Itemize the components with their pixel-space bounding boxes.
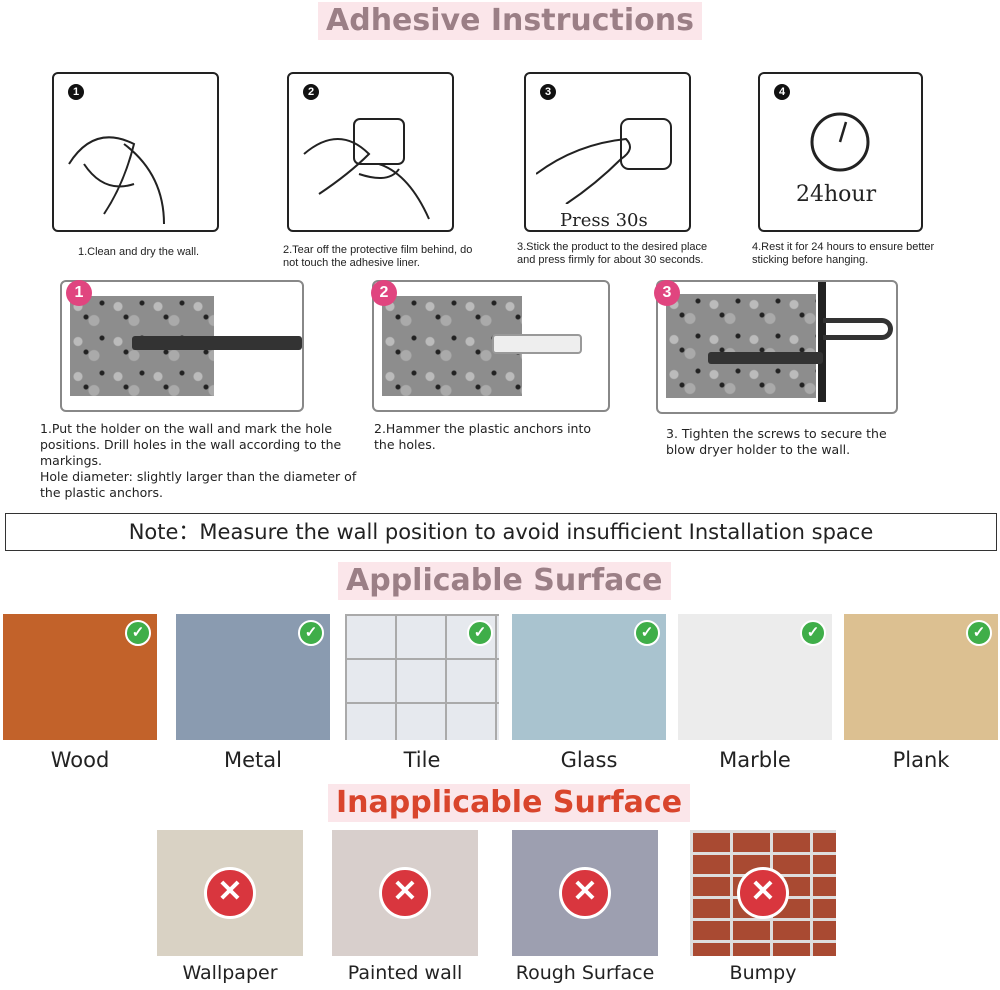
surface-label: Rough Surface — [515, 962, 655, 984]
surface-tile: ✓ — [345, 614, 499, 740]
drill-step-2-image — [372, 280, 610, 412]
x-icon: ✕ — [204, 867, 256, 919]
applicable-surface-title: Applicable Surface — [338, 562, 671, 600]
surface-label: Bumpy — [729, 962, 797, 984]
surface-plank: ✓ — [844, 614, 998, 740]
adhesive-step-2: 2 — [287, 72, 454, 232]
surface-label: Tile — [403, 748, 441, 772]
plastic-anchor — [492, 334, 582, 354]
holder-bracket — [818, 282, 826, 402]
inapplicable-surface-3: ✕ — [690, 830, 836, 956]
adhesive-step-1-caption: 1.Clean and dry the wall. — [78, 246, 200, 258]
adhesive-instructions-title: Adhesive Instructions — [318, 2, 702, 40]
adhesive-step-4: 4 24hour — [758, 72, 923, 232]
press-30s-label: Press 30s — [560, 210, 648, 231]
drill-step-3-image — [656, 280, 898, 414]
x-icon: ✕ — [379, 867, 431, 919]
x-icon: ✕ — [737, 867, 789, 919]
step-number: 4 — [774, 84, 790, 100]
drill-step-number: 2 — [371, 280, 397, 306]
adhesive-step-3: 3 Press 30s — [524, 72, 691, 232]
check-icon: ✓ — [298, 620, 324, 646]
drill-step-number: 1 — [66, 280, 92, 306]
drill-bit — [132, 336, 302, 350]
inapplicable-surface-1: ✕ — [332, 830, 478, 956]
step-number: 3 — [540, 84, 556, 100]
drill-step-3-caption: 3. Tighten the screws to secure the blow… — [666, 426, 887, 457]
inapplicable-surface-2: ✕ — [512, 830, 658, 956]
surface-glass: ✓ — [512, 614, 666, 740]
check-icon: ✓ — [966, 620, 992, 646]
adhesive-step-4-caption: 4.Rest it for 24 hours to ensure better … — [752, 241, 935, 266]
adhesive-step-1: 1 — [52, 72, 219, 232]
x-icon: ✕ — [559, 867, 611, 919]
surface-wood: ✓ — [3, 614, 157, 740]
surface-label: Wood — [50, 748, 110, 772]
step-number: 2 — [303, 84, 319, 100]
surface-label: Glass — [560, 748, 618, 772]
adhesive-step-3-caption: 3.Stick the product to the desired place… — [517, 241, 708, 266]
holder-hook — [823, 318, 893, 340]
press-illustration — [536, 118, 672, 204]
drill-step-1-caption: 1.Put the holder on the wall and mark th… — [40, 421, 357, 500]
step-number: 1 — [68, 84, 84, 100]
surface-metal: ✓ — [176, 614, 330, 740]
drill-step-2-caption: 2.Hammer the plastic anchors into the ho… — [374, 421, 592, 452]
surface-label: Plank — [892, 748, 950, 772]
surface-marble: ✓ — [678, 614, 832, 740]
check-icon: ✓ — [800, 620, 826, 646]
inapplicable-surface-title: Inapplicable Surface — [328, 784, 691, 822]
installation-note: Note：Measure the wall position to avoid … — [5, 513, 997, 551]
drill-step-1-image — [60, 280, 304, 412]
drill-step-number: 3 — [654, 280, 680, 306]
check-icon: ✓ — [467, 620, 493, 646]
screw — [708, 352, 823, 364]
inapplicable-surface-0: ✕ — [157, 830, 303, 956]
clean-wall-illustration — [68, 136, 165, 224]
tear-film-illustration — [303, 118, 430, 220]
clock-icon — [810, 112, 870, 172]
surface-label: Painted wall — [347, 962, 463, 984]
surface-label: Metal — [224, 748, 282, 772]
24hour-label: 24hour — [796, 182, 877, 207]
surface-label: Marble — [719, 748, 791, 772]
check-icon: ✓ — [125, 620, 151, 646]
surface-label: Wallpaper — [182, 962, 278, 984]
check-icon: ✓ — [634, 620, 660, 646]
adhesive-step-2-caption: 2.Tear off the protective film behind, d… — [283, 244, 473, 269]
